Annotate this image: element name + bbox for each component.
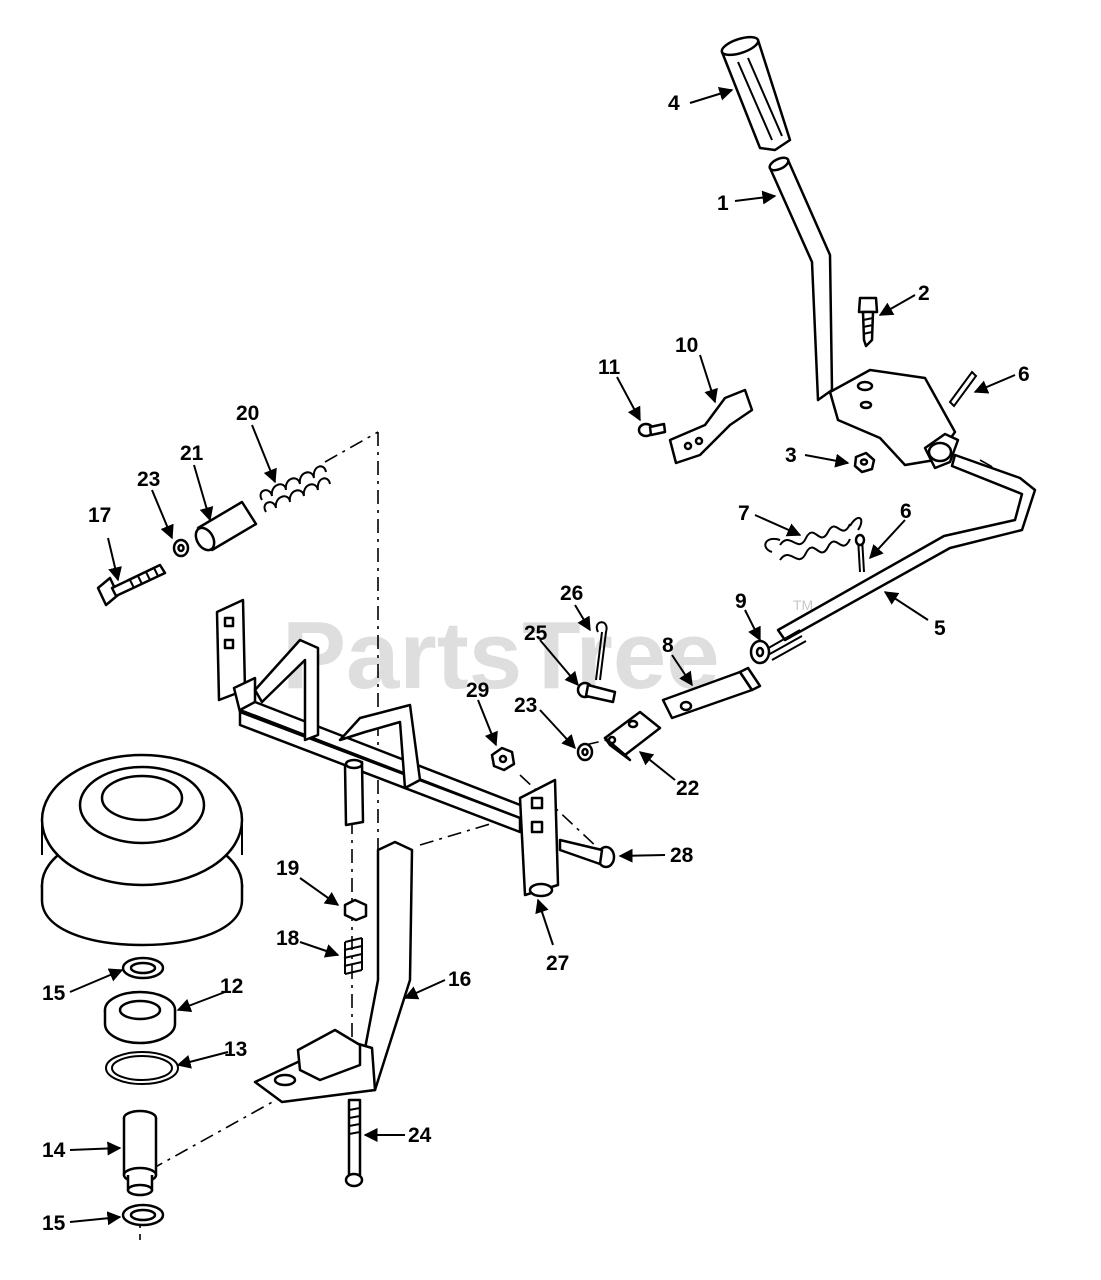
part-26-hair-pin xyxy=(595,621,608,681)
callout-2: 2 xyxy=(918,282,930,305)
part-11-carriage-bolt xyxy=(637,422,667,438)
callout-8: 8 xyxy=(662,634,674,657)
callout-13: 13 xyxy=(224,1038,247,1061)
part-28-bolt xyxy=(558,838,616,869)
callout-19: 19 xyxy=(276,857,299,880)
lever-bracket xyxy=(828,368,960,470)
part-21-spacer-tube xyxy=(194,500,258,552)
callout-21: 21 xyxy=(180,442,204,465)
callout-15-upper: 15 xyxy=(42,982,66,1005)
pivot-pin xyxy=(343,758,365,827)
part-7-spring xyxy=(764,516,863,561)
pulley xyxy=(40,753,244,947)
callout-5: 5 xyxy=(934,617,946,640)
callout-29: 29 xyxy=(466,679,489,702)
part-25-clevis-pin xyxy=(576,681,617,704)
watermark-trademark: TM xyxy=(793,597,813,613)
part-3-nut xyxy=(853,451,876,474)
callout-6-upper: 6 xyxy=(1018,363,1030,386)
callout-18: 18 xyxy=(276,927,300,950)
part-12-bearing xyxy=(103,990,177,1045)
part-27-main-frame xyxy=(215,598,560,898)
part-2-bolt xyxy=(857,296,879,348)
part-29-nut xyxy=(490,746,516,772)
part-17-bolt xyxy=(96,563,167,607)
part-20-spring xyxy=(259,465,331,513)
part-23-washer-right xyxy=(576,742,594,762)
callout-23-right: 23 xyxy=(514,694,537,717)
part-18-spring xyxy=(343,937,363,975)
callout-14: 14 xyxy=(42,1139,66,1162)
part-16-idler-arm xyxy=(253,840,414,1104)
part-10-plate xyxy=(668,388,754,465)
callout-22: 22 xyxy=(676,777,699,800)
part-14-spacer-bushing xyxy=(122,1109,158,1197)
callout-17: 17 xyxy=(88,504,111,527)
part-9-nut xyxy=(749,639,771,665)
callout-labels: 4 1 2 6 3 7 6 5 9 8 10 11 26 25 23 29 22… xyxy=(42,92,1030,1235)
part-5-control-rod xyxy=(764,453,1037,661)
callout-6-lower: 6 xyxy=(900,500,912,523)
part-24-bolt xyxy=(344,1098,364,1188)
part-19-nut xyxy=(343,898,368,922)
part-6-cotter-pin-upper xyxy=(948,370,978,408)
part-4-handle-grip xyxy=(720,35,792,152)
callout-4: 4 xyxy=(668,92,680,115)
part-22-clevis xyxy=(603,710,662,762)
callout-12: 12 xyxy=(220,975,243,998)
part-15-snap-ring-lower xyxy=(121,1203,165,1227)
callout-23-left: 23 xyxy=(137,468,160,491)
callout-15-lower: 15 xyxy=(42,1212,66,1235)
part-8-coupler xyxy=(661,666,762,720)
part-1-lever xyxy=(768,156,834,402)
callout-10: 10 xyxy=(675,334,698,357)
callout-20: 20 xyxy=(236,402,259,425)
callout-1: 1 xyxy=(717,192,729,215)
part-6-cotter-pin-lower xyxy=(854,533,866,573)
callout-27: 27 xyxy=(546,952,569,975)
watermark: PartsTree TM xyxy=(282,597,813,709)
callout-11: 11 xyxy=(598,356,621,379)
part-15-snap-ring-upper xyxy=(121,956,165,980)
callout-26: 26 xyxy=(560,582,583,605)
callout-28: 28 xyxy=(670,844,694,867)
part-13-retaining-ring xyxy=(105,1051,179,1085)
watermark-text: PartsTree xyxy=(282,602,720,709)
part-23-washer-left xyxy=(172,538,190,558)
callout-3: 3 xyxy=(785,444,797,467)
callout-25: 25 xyxy=(524,622,548,645)
leader-lines xyxy=(69,87,1016,1226)
callout-24: 24 xyxy=(408,1124,432,1147)
callout-16: 16 xyxy=(448,968,471,991)
callout-9: 9 xyxy=(735,590,747,613)
alignment-lines xyxy=(139,431,1013,1240)
callout-7: 7 xyxy=(738,502,750,525)
